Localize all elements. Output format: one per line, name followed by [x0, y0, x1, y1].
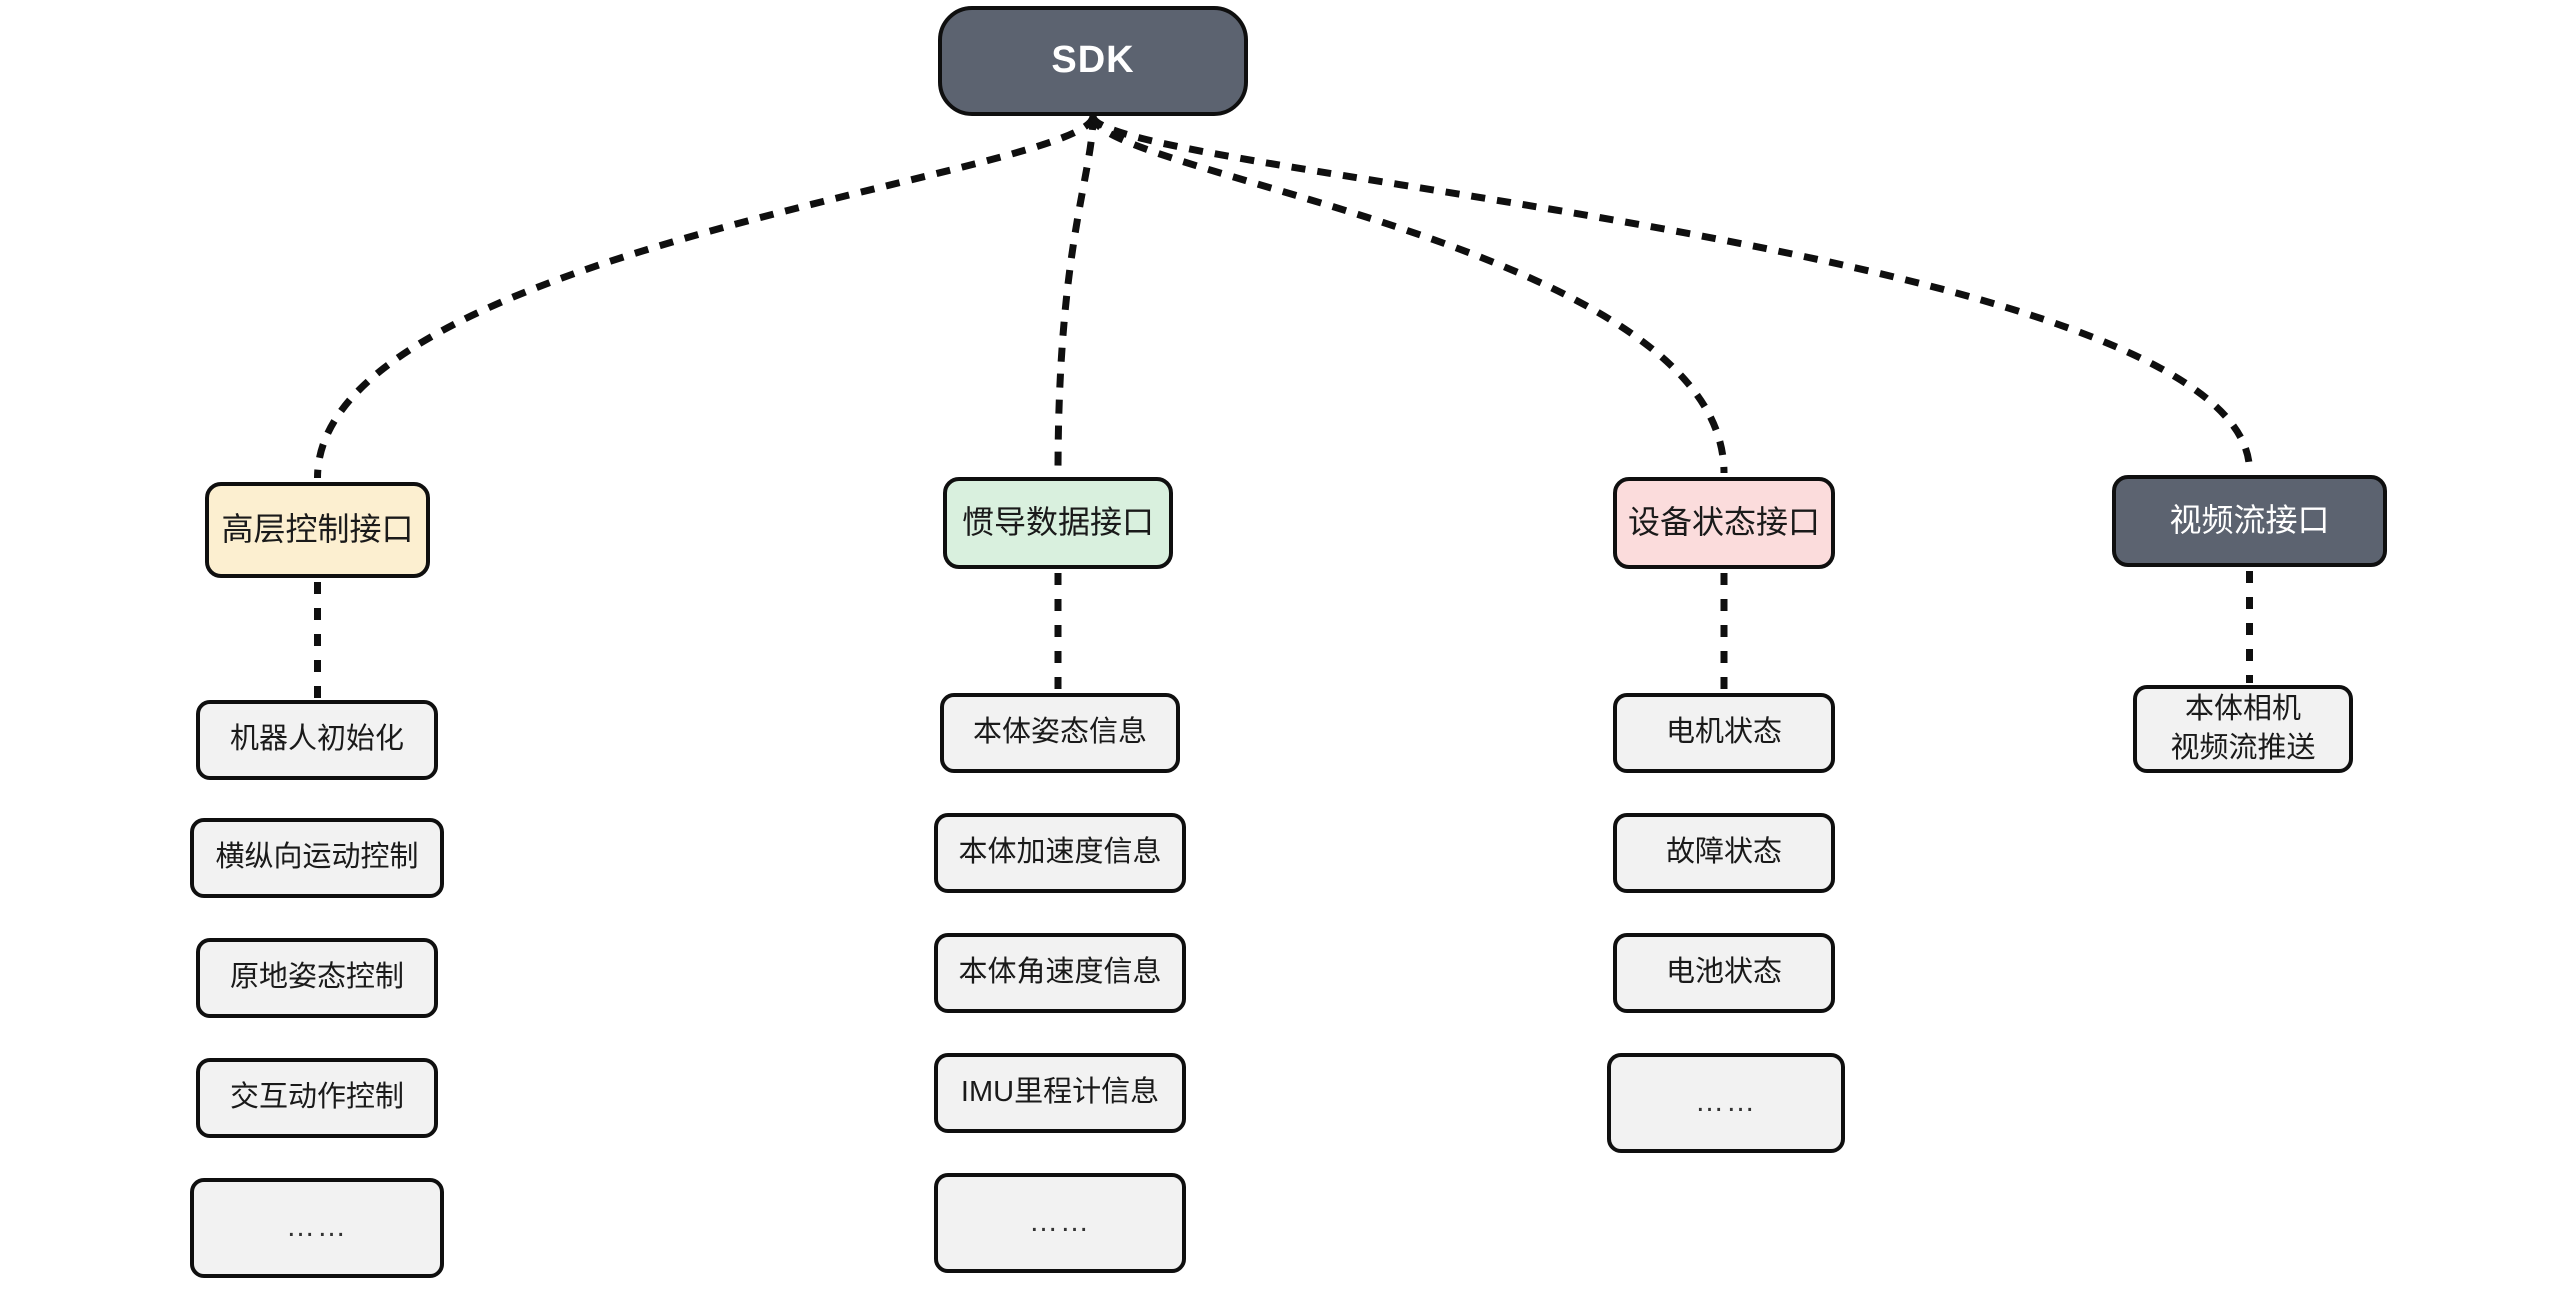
interface-node-high_level_control[interactable]: 高层控制接口 — [205, 482, 430, 578]
leaf-node-inertial_navigation_data-2-label: 本体角速度信息 — [958, 956, 1162, 989]
leaf-node-inertial_navigation_data-3-label: IMU里程计信息 — [960, 1076, 1160, 1109]
leaf-node-high_level_control-1-label: 横纵向运动控制 — [215, 841, 419, 874]
leaf-node-inertial_navigation_data-1-label: 本体加速度信息 — [958, 836, 1162, 869]
leaf-node-high_level_control-1[interactable]: 横纵向运动控制 — [190, 818, 444, 898]
leaf-node-device_status-3[interactable]: …… — [1607, 1053, 1845, 1153]
interface-node-inertial_navigation_data-label: 惯导数据接口 — [961, 504, 1154, 541]
leaf-node-high_level_control-4-label: …… — [286, 1211, 348, 1244]
leaf-node-inertial_navigation_data-1[interactable]: 本体加速度信息 — [934, 813, 1186, 893]
leaf-node-device_status-3-label: …… — [1695, 1086, 1757, 1119]
edge-sdk-to-video_stream — [1089, 114, 2253, 472]
leaf-node-inertial_navigation_data-3[interactable]: IMU里程计信息 — [934, 1053, 1186, 1133]
edge-sdk-to-device_status — [1089, 115, 1728, 474]
leaf-node-video_stream-0[interactable]: 本体相机 视频流推送 — [2133, 685, 2353, 773]
interface-node-video_stream[interactable]: 视频流接口 — [2112, 475, 2387, 567]
leaf-node-high_level_control-2[interactable]: 原地姿态控制 — [196, 938, 438, 1018]
edge-sdk-to-high_level_control — [314, 114, 1097, 479]
leaf-node-high_level_control-3[interactable]: 交互动作控制 — [196, 1058, 438, 1138]
leaf-node-device_status-2-label: 电池状态 — [1665, 956, 1782, 989]
leaf-node-high_level_control-2-label: 原地姿态控制 — [229, 961, 404, 994]
leaf-node-high_level_control-4[interactable]: …… — [190, 1178, 444, 1278]
leaf-node-inertial_navigation_data-4[interactable]: …… — [934, 1173, 1186, 1273]
leaf-node-high_level_control-0[interactable]: 机器人初始化 — [196, 700, 438, 780]
interface-node-high_level_control-label: 高层控制接口 — [221, 511, 414, 548]
interface-node-device_status-label: 设备状态接口 — [1627, 504, 1820, 541]
interface-node-device_status[interactable]: 设备状态接口 — [1613, 477, 1835, 569]
leaf-node-inertial_navigation_data-4-label: …… — [1029, 1206, 1091, 1239]
leaf-node-inertial_navigation_data-0-label: 本体姿态信息 — [972, 716, 1147, 749]
leaf-node-inertial_navigation_data-2[interactable]: 本体角速度信息 — [934, 933, 1186, 1013]
interface-node-video_stream-label: 视频流接口 — [2169, 502, 2330, 539]
leaf-node-device_status-0[interactable]: 电机状态 — [1613, 693, 1835, 773]
leaf-node-device_status-1-label: 故障状态 — [1665, 836, 1782, 869]
leaf-node-high_level_control-0-label: 机器人初始化 — [229, 723, 404, 756]
root-node-sdk[interactable]: SDK — [938, 6, 1248, 116]
leaf-node-inertial_navigation_data-0[interactable]: 本体姿态信息 — [940, 693, 1180, 773]
leaf-node-device_status-0-label: 电机状态 — [1665, 716, 1782, 749]
leaf-node-device_status-1[interactable]: 故障状态 — [1613, 813, 1835, 893]
root-node-sdk-label: SDK — [1051, 39, 1135, 82]
interface-node-inertial_navigation_data[interactable]: 惯导数据接口 — [943, 477, 1173, 569]
leaf-node-high_level_control-3-label: 交互动作控制 — [229, 1081, 404, 1114]
leaf-node-device_status-2[interactable]: 电池状态 — [1613, 933, 1835, 1013]
edge-sdk-to-inertial_navigation_data — [1054, 115, 1097, 474]
leaf-node-video_stream-0-label: 本体相机 视频流推送 — [2170, 692, 2316, 764]
